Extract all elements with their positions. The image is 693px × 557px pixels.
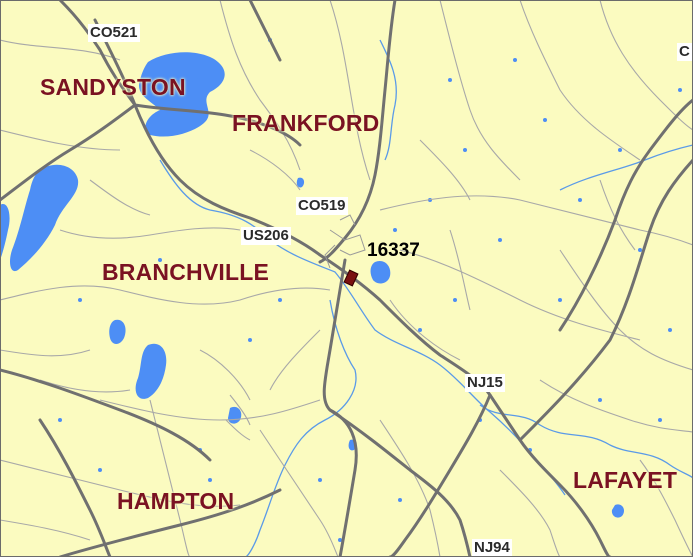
route-label-nj94: NJ94 <box>472 539 512 557</box>
stream-east <box>479 404 693 479</box>
road-nj94 <box>328 408 472 557</box>
road-co521 <box>0 103 137 202</box>
road-us206 <box>93 18 612 557</box>
lake-hampton <box>135 343 167 399</box>
lake-pond-3 <box>611 504 625 518</box>
route-label-co519: CO519 <box>296 197 348 215</box>
lake-owassa <box>10 164 79 272</box>
road-northeast <box>558 98 693 332</box>
route-label-us206: US206 <box>241 227 291 245</box>
lake-west-edge <box>0 204 10 260</box>
road-top <box>248 0 282 62</box>
town-label-hampton: HAMPTON <box>117 488 235 514</box>
lake-culvers <box>139 52 225 137</box>
route-label-nj15: NJ15 <box>465 374 505 392</box>
water-bodies <box>0 38 682 542</box>
town-label-frankford: FRANKFORD <box>232 110 380 136</box>
road-south-center <box>58 488 282 557</box>
town-label-sandyston: SANDYSTON <box>40 74 186 100</box>
lake-small-north <box>109 319 126 344</box>
road-east <box>518 158 693 442</box>
stream-south <box>244 299 357 557</box>
road-co521-north <box>58 0 137 107</box>
marker-label: 16337 <box>367 240 420 261</box>
lake-pond-1 <box>370 260 391 284</box>
route-label-edge: C <box>677 43 692 61</box>
route-label-co521: CO521 <box>88 24 140 42</box>
town-label-branchville: BRANCHVILLE <box>102 259 270 285</box>
stream-northeast <box>559 144 693 191</box>
lake-pond-4 <box>296 177 305 188</box>
road-west <box>0 368 212 462</box>
road-co519 <box>318 0 397 264</box>
town-label-lafayette: LAFAYET <box>573 467 678 493</box>
road-nj15 <box>388 393 492 557</box>
road-frankford <box>133 103 302 147</box>
branchville-streets <box>324 214 366 269</box>
